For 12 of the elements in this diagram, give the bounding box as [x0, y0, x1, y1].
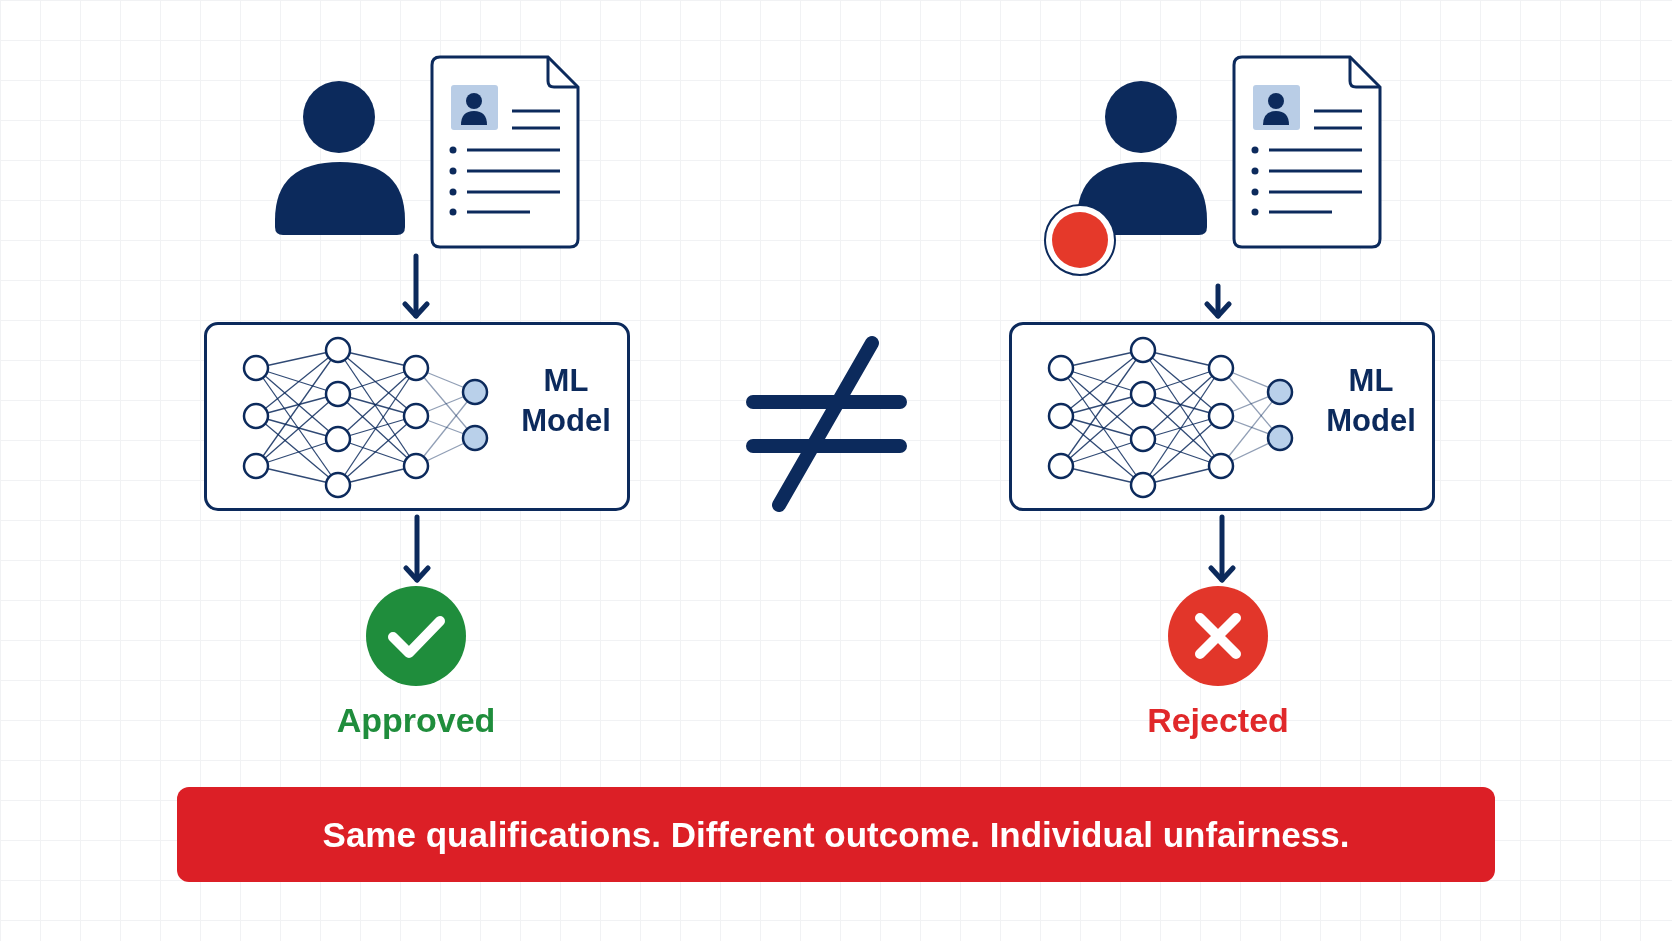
model-label: ML Model [1325, 362, 1417, 440]
outcome-label: Rejected [1147, 700, 1289, 740]
summary-banner [177, 787, 1495, 882]
banner-text: Same qualifications. Different outcome. Individual unfairness. [322, 814, 1350, 855]
outcome-label: Approved [336, 700, 496, 740]
arrow [1204, 283, 1232, 319]
model-label: ML Model [520, 362, 612, 440]
model-box [1009, 322, 1435, 511]
arrow [402, 253, 430, 319]
arrow [1208, 514, 1236, 583]
model-box [204, 322, 630, 511]
arrow [403, 514, 431, 583]
